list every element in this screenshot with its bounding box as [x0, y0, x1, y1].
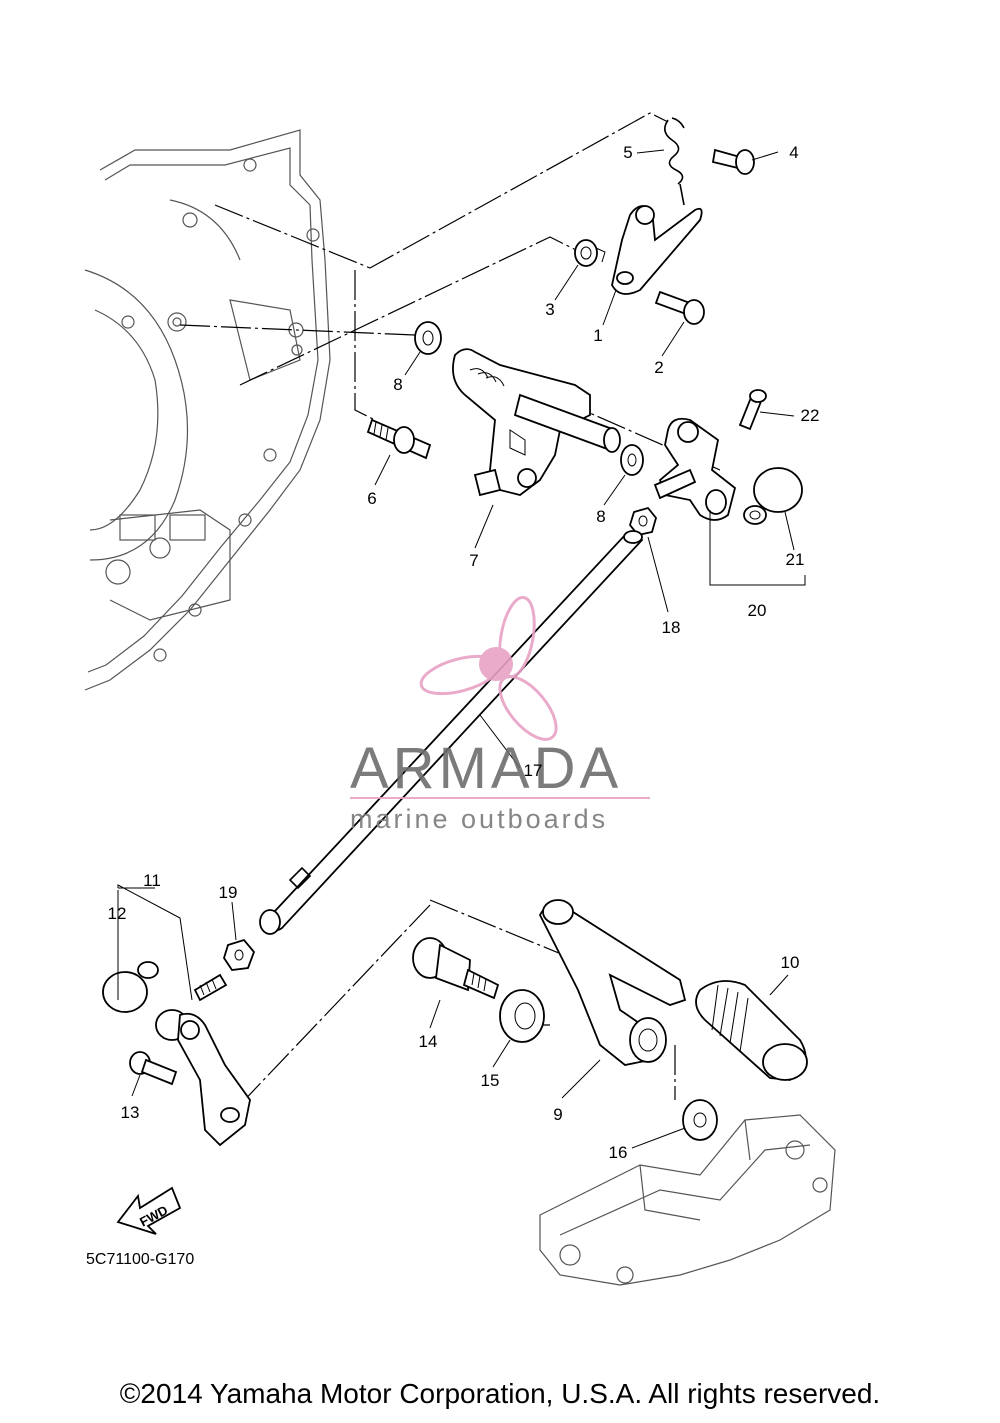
callout-8-upper: 8 — [393, 375, 402, 394]
part-12-rod-end — [102, 961, 159, 1013]
copyright-notice: ©2014 Yamaha Motor Corporation, U.S.A. A… — [119, 1378, 881, 1409]
fwd-arrow-icon: FWD — [116, 1186, 182, 1235]
part-9-shift-pedal — [538, 899, 687, 1066]
callout-22: 22 — [801, 406, 820, 425]
callout-1: 1 — [593, 326, 602, 345]
callout-11: 11 — [143, 871, 161, 890]
callout-leaders — [117, 149, 806, 1149]
part-8-washer-upper — [414, 321, 442, 355]
callout-13: 13 — [121, 1103, 140, 1122]
lower-shift-arm — [177, 1012, 251, 1147]
footrest-bracket-outline — [539, 1114, 836, 1286]
part-6-stud-bolt — [366, 418, 432, 460]
callout-5: 5 — [623, 143, 632, 162]
callout-15: 15 — [481, 1071, 500, 1090]
watermark-brand: ARMADA — [350, 736, 622, 801]
callout-3: 3 — [545, 300, 554, 319]
part-21-ball-joint — [743, 467, 803, 525]
callout-8-lower: 8 — [596, 507, 605, 526]
callout-14: 14 — [419, 1032, 438, 1051]
armada-watermark: ARMADA marine outboards — [350, 596, 650, 834]
callout-18: 18 — [662, 618, 681, 637]
callout-17: 17 — [524, 761, 543, 780]
crankcase-outline — [84, 129, 331, 691]
part-13-bolt — [129, 1051, 178, 1086]
callout-labels: 1 2 3 4 5 6 7 8 8 9 10 11 12 13 14 15 16… — [108, 143, 820, 1162]
callout-19: 19 — [219, 883, 238, 902]
callout-9: 9 — [553, 1105, 562, 1124]
part-3-collar — [574, 239, 606, 267]
diagram-code: 5C71100-G170 — [86, 1251, 194, 1268]
part-4-pin — [711, 148, 755, 175]
part-19-nut — [223, 938, 256, 971]
part-8-washer-lower — [620, 444, 644, 476]
part-7-shift-shaft — [452, 348, 621, 497]
part-22-bolt — [738, 389, 767, 431]
part-10-pedal-grip — [695, 980, 808, 1081]
callout-4: 4 — [789, 143, 798, 162]
callout-10: 10 — [781, 953, 800, 972]
part-2-bolt — [654, 290, 705, 325]
callout-2: 2 — [654, 358, 663, 377]
callout-12: 12 — [108, 904, 127, 923]
part-20-joint-assembly — [653, 417, 737, 521]
callout-6: 6 — [367, 489, 376, 508]
part-14-pivot-shaft — [412, 937, 500, 1000]
propeller-logo — [419, 596, 558, 741]
part-5-spring — [664, 117, 685, 206]
callout-20: 20 — [748, 601, 767, 620]
callout-21: 21 — [786, 550, 805, 569]
callout-7: 7 — [469, 551, 478, 570]
part-16-washer — [682, 1099, 718, 1141]
part-17-shift-rod — [259, 530, 644, 935]
part-15-washer — [499, 989, 545, 1043]
part-1-shift-lever — [611, 205, 703, 295]
watermark-tagline: marine outboards — [350, 804, 608, 834]
callout-16: 16 — [609, 1143, 628, 1162]
part-18-nut — [628, 506, 657, 536]
